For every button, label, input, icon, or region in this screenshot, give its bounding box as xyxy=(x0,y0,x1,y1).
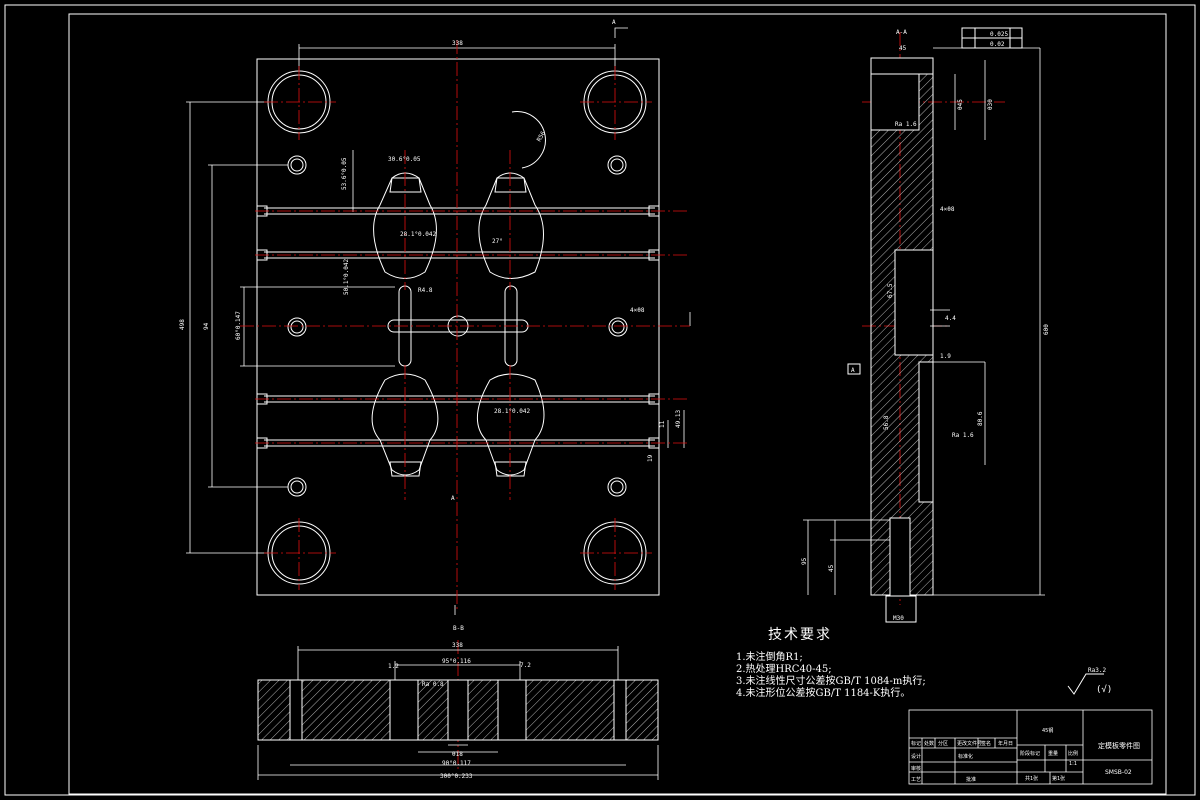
ra-b: Ra 1.6 xyxy=(895,121,917,128)
tech-req-item-2: 2.热处理HRC40-45; xyxy=(736,664,832,675)
tb-design: 设计 xyxy=(911,753,921,760)
roughness-value: Ra3.2 xyxy=(1088,667,1106,674)
screw-holes xyxy=(287,155,628,497)
tb-stage: 阶段标记 xyxy=(1020,750,1040,757)
right-top2: θ30 xyxy=(987,99,994,110)
tb-review: 审核 xyxy=(911,765,921,772)
bottom-center: θ18 xyxy=(452,751,463,758)
right-dim-e: 80.6 xyxy=(977,411,984,426)
right-width: 45 xyxy=(899,45,907,52)
tb-scale: 1:1 xyxy=(1069,761,1077,767)
inner-frame xyxy=(68,13,1167,795)
tb-weight: 重量 xyxy=(1048,750,1058,757)
outer-frame xyxy=(4,4,1196,796)
section-view-aa xyxy=(803,27,1045,623)
tb-scale-label: 比例 xyxy=(1068,750,1078,757)
dim-left-height: 498 xyxy=(179,319,186,330)
cav-label-a: 30.6°0.05 xyxy=(388,156,421,163)
tb-zone: 分区 xyxy=(938,740,948,747)
hole-callout-side: 4×θ8 xyxy=(940,206,955,213)
plate-outline xyxy=(256,58,660,596)
plan-view-labels: 338 A B-B A 498 94 60°0.147 30.6°0.05 28… xyxy=(179,19,682,632)
tech-req-title: 技术要求 xyxy=(768,627,832,643)
ra-c: Ra 1.6 xyxy=(952,432,974,439)
gate-radius: R56 xyxy=(536,130,548,143)
tb-process: 工艺 xyxy=(911,777,921,783)
tb-std: 标准化 xyxy=(958,753,973,760)
section-label-b-bottom: B-B xyxy=(453,625,464,632)
bottom-ra: Ra 0.8 xyxy=(422,681,444,688)
tb-mark: 标记 xyxy=(911,740,921,747)
tb-approve: 批准 xyxy=(966,776,976,783)
section-marks xyxy=(454,27,691,615)
cav-label-b: 28.1°0.042 xyxy=(400,231,437,238)
bottom-overall2: 300°0.233 xyxy=(440,773,473,780)
right-bot-c: M30 xyxy=(893,615,904,622)
section-view-labels: A-A 45 600 θ45 θ30 67.5 56.8 4.4 1.9 80.… xyxy=(801,29,1050,622)
right-dim-a: 67.5 xyxy=(887,283,894,298)
cav-label-c: 53.6°0.05 xyxy=(341,157,348,190)
gtol-b: 0.02 xyxy=(990,41,1005,48)
tech-req-item-1: 1.未注倒角R1; xyxy=(736,652,803,663)
side-dim-b: 49.13 xyxy=(675,410,682,428)
section-title-aa: A-A xyxy=(896,29,907,36)
angle-label: 27° xyxy=(492,238,503,245)
cavities xyxy=(371,172,545,477)
dim-left-mid: 60°0.147 xyxy=(235,311,242,340)
datum-label: A xyxy=(851,367,855,374)
dimension-lines xyxy=(186,44,685,554)
hole-callout: 4×θ8 xyxy=(630,307,645,314)
tb-sign: 签名 xyxy=(981,740,991,747)
right-dim-c: 4.4 xyxy=(945,315,956,322)
tb-date: 年月日 xyxy=(998,740,1013,747)
right-dim-b: 56.8 xyxy=(883,415,890,430)
tb-count: 处数 xyxy=(924,740,934,747)
bottom-overall: 338 xyxy=(452,642,463,649)
right-top1: θ45 xyxy=(957,99,964,110)
tb-material: 45钢 xyxy=(1042,727,1053,734)
dim-left-inner: 94 xyxy=(203,322,210,330)
cooling-channels xyxy=(256,205,660,449)
side-dim-c: 19 xyxy=(647,454,654,462)
title-block-text: 45钢 定模板零件图 SMSB-02 1:1 第1张 共1张 标记 处数 分区 … xyxy=(911,727,1140,783)
bottom-small-a: 1.2 xyxy=(388,663,399,670)
tb-change: 更改文件号 xyxy=(957,740,982,747)
title-block xyxy=(908,709,1153,785)
tb-sheet: 第1张 xyxy=(1052,775,1065,782)
bottom-small-b: 7.2 xyxy=(520,662,531,669)
side-dim-a: 11 xyxy=(659,420,666,428)
section-bb-labels: 338 300°0.233 95°0.116 90°0.117 θ18 Ra 0… xyxy=(388,642,531,780)
tech-req-item-4: 4.未注形位公差按GB/T 1184-K执行。 xyxy=(736,688,911,699)
right-dim-d: 1.9 xyxy=(940,353,951,360)
small-radius: R4.8 xyxy=(418,287,433,294)
tech-req-item-3: 3.未注线性尺寸公差按GB/T 1084-m执行; xyxy=(736,676,926,687)
section-view-bb xyxy=(257,646,659,780)
roughness-symbol xyxy=(1067,673,1104,695)
section-label-a-top: A xyxy=(612,19,616,26)
right-bot-b: 45 xyxy=(828,564,835,572)
cav-label-d: 50.1°0.042 xyxy=(343,258,350,295)
right-bot-a: 95 xyxy=(801,557,808,565)
right-total: 600 xyxy=(1043,324,1050,335)
tb-sheets: 共1张 xyxy=(1025,775,1038,782)
dim-top-width: 338 xyxy=(452,40,463,47)
roughness-paren: (√) xyxy=(1096,684,1112,695)
tb-drawing-no: SMSB-02 xyxy=(1105,769,1132,776)
bottom-inner: 95°0.116 xyxy=(442,658,471,665)
bottom-inner2: 90°0.117 xyxy=(442,760,471,767)
section-label-a-bottom: A xyxy=(451,495,455,502)
cav-label-e: 28.1°0.042 xyxy=(494,408,531,415)
gtol-a: 0.025 xyxy=(990,31,1008,38)
tb-part-name: 定模板零件图 xyxy=(1098,741,1140,750)
plan-view xyxy=(186,27,691,615)
